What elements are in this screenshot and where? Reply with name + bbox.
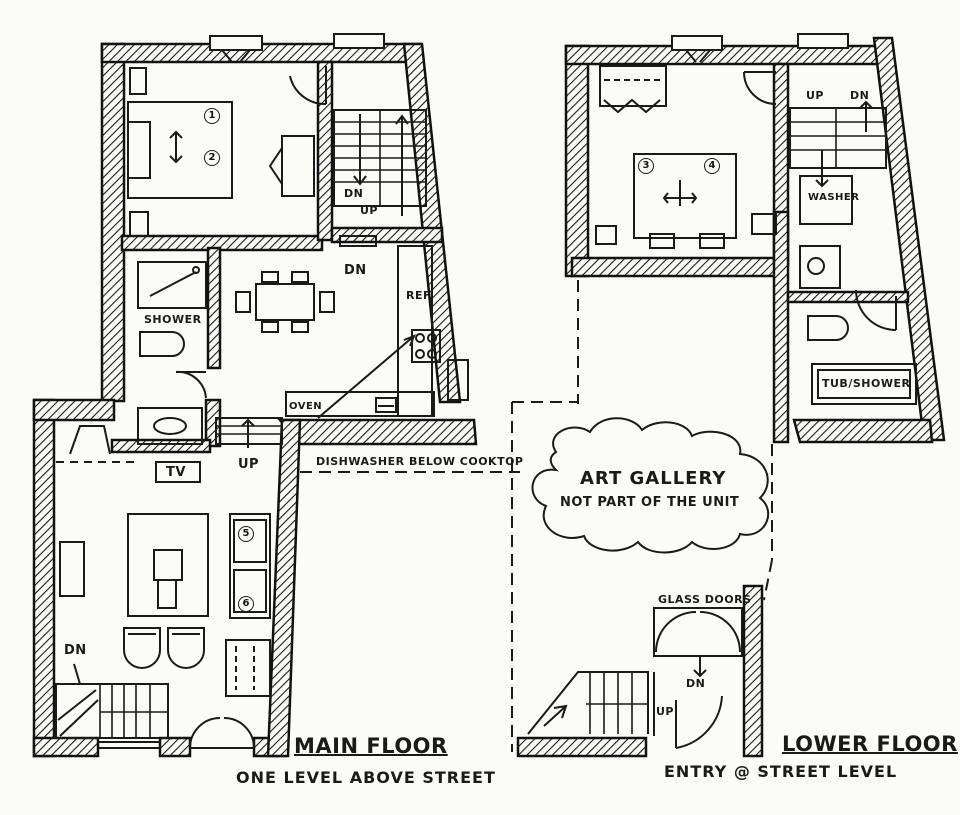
lower-floor-fixtures: [527, 33, 917, 749]
lower-floor-subtitle: ENTRY @ STREET LEVEL: [664, 762, 898, 781]
living-stairs-dn-label: DN: [64, 643, 87, 658]
art-gallery-cloud: [531, 417, 770, 554]
tub-shower-label: TUB/SHOWER: [822, 377, 911, 390]
lower-stairs-up-label: UP: [806, 89, 824, 102]
entry-dn-label: DN: [686, 677, 706, 690]
lower-stairs-dn-label: DN: [850, 89, 870, 102]
main-floor-walls: [32, 42, 478, 758]
refrigerator-label: REF.: [406, 289, 435, 302]
entry-up-label: UP: [656, 705, 674, 718]
bed-number-3: 3: [638, 158, 654, 174]
bed-number-2: 2: [204, 150, 220, 166]
tv-label: TV: [166, 465, 186, 480]
shower-label: SHOWER: [144, 313, 202, 326]
gallery-boundary-lines: [300, 280, 773, 752]
art-gallery-subtitle: NOT PART OF THE UNIT: [560, 495, 740, 510]
main-floor-subtitle: ONE LEVEL ABOVE STREET: [236, 768, 496, 787]
main-floor-fixtures: [55, 33, 469, 749]
oven-label: OVEN: [289, 401, 323, 412]
lower-floor-title: LOWER FLOOR: [782, 732, 958, 756]
landing-dn-label: DN: [344, 263, 367, 278]
bed-number-4: 4: [704, 158, 720, 174]
seat-number-6: 6: [238, 596, 254, 612]
seat-number-5: 5: [238, 526, 254, 542]
art-gallery-title: ART GALLERY: [580, 468, 727, 489]
upper-stairs-dn-label: DN: [344, 187, 364, 200]
dishwasher-label: DISHWASHER BELOW COOKTOP: [316, 455, 524, 468]
main-floor-title: MAIN FLOOR: [294, 734, 448, 758]
glass-doors-label: GLASS DOORS: [658, 593, 752, 606]
lower-floor-walls: [516, 36, 946, 758]
upper-stairs-up-label: UP: [360, 204, 378, 217]
washer-label: WASHER: [808, 192, 860, 203]
bed-number-1: 1: [204, 108, 220, 124]
main-stairs-up-label: UP: [238, 457, 260, 472]
